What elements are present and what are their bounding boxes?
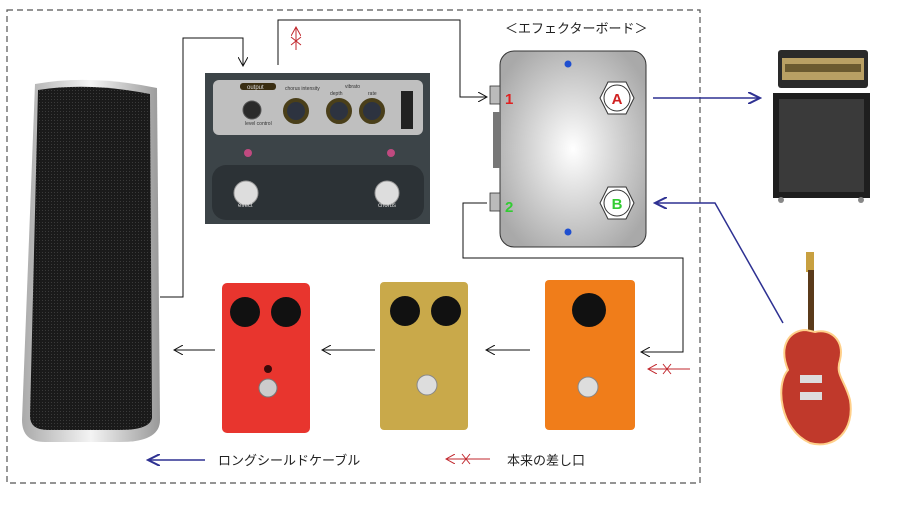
port-1-label: 1 [505, 91, 513, 108]
svg-text:rate: rate [368, 91, 377, 97]
yellow-pedal [380, 282, 468, 430]
effects-board-border [6, 9, 701, 484]
port-2-label: 2 [505, 199, 513, 216]
jack-2 [489, 192, 501, 212]
yellow-pedal-footswitch[interactable] [416, 374, 438, 396]
depth-knob[interactable] [326, 98, 352, 124]
long-cables [653, 98, 784, 324]
volume-pedal [22, 79, 160, 442]
red-pedal-footswitch[interactable] [258, 378, 278, 398]
speaker-cabinet [773, 93, 870, 203]
jack-1 [489, 85, 501, 105]
svg-text:output: output [247, 85, 264, 91]
svg-text:level control: level control [245, 121, 272, 127]
effect-footswitch[interactable] [233, 180, 259, 206]
svg-text:vibrato: vibrato [345, 84, 360, 90]
electric-guitar [780, 252, 852, 446]
svg-text:B: B [612, 196, 623, 213]
patch-cables [160, 19, 684, 352]
chorus-intensity-knob[interactable] [283, 98, 309, 124]
ab-switcher-box: 1 2 A B [489, 50, 647, 248]
board-title: ＜エフェクターボード＞ [505, 22, 647, 37]
legend: ロングシールドケーブル 本来の差し口 [148, 453, 585, 469]
legend-original-jack-label: 本来の差し口 [507, 454, 585, 469]
level-knob[interactable] [242, 100, 262, 120]
svg-text:A: A [612, 91, 623, 108]
svg-text:chorus intensity: chorus intensity [285, 86, 320, 92]
svg-text:effect: effect [238, 203, 253, 209]
amplifier-head [778, 50, 868, 88]
original-jack-marker-orange [648, 363, 690, 375]
footswitch-a[interactable]: A [599, 81, 635, 115]
svg-text:depth: depth [330, 91, 343, 97]
original-jack-marker-chorus [290, 27, 302, 50]
footswitch-b[interactable]: B [599, 186, 635, 220]
chorus-pedal: output chorus intensity vibrato depth ra… [205, 73, 430, 224]
rate-knob[interactable] [359, 98, 385, 124]
chorus-footswitch[interactable] [374, 180, 400, 206]
orange-pedal [545, 280, 635, 430]
legend-original-jack-arrow [446, 453, 490, 465]
svg-text:chorus: chorus [378, 203, 396, 209]
red-pedal [222, 283, 310, 433]
orange-pedal-footswitch[interactable] [577, 376, 599, 398]
legend-long-cable-label: ロングシールドケーブル [218, 453, 360, 469]
